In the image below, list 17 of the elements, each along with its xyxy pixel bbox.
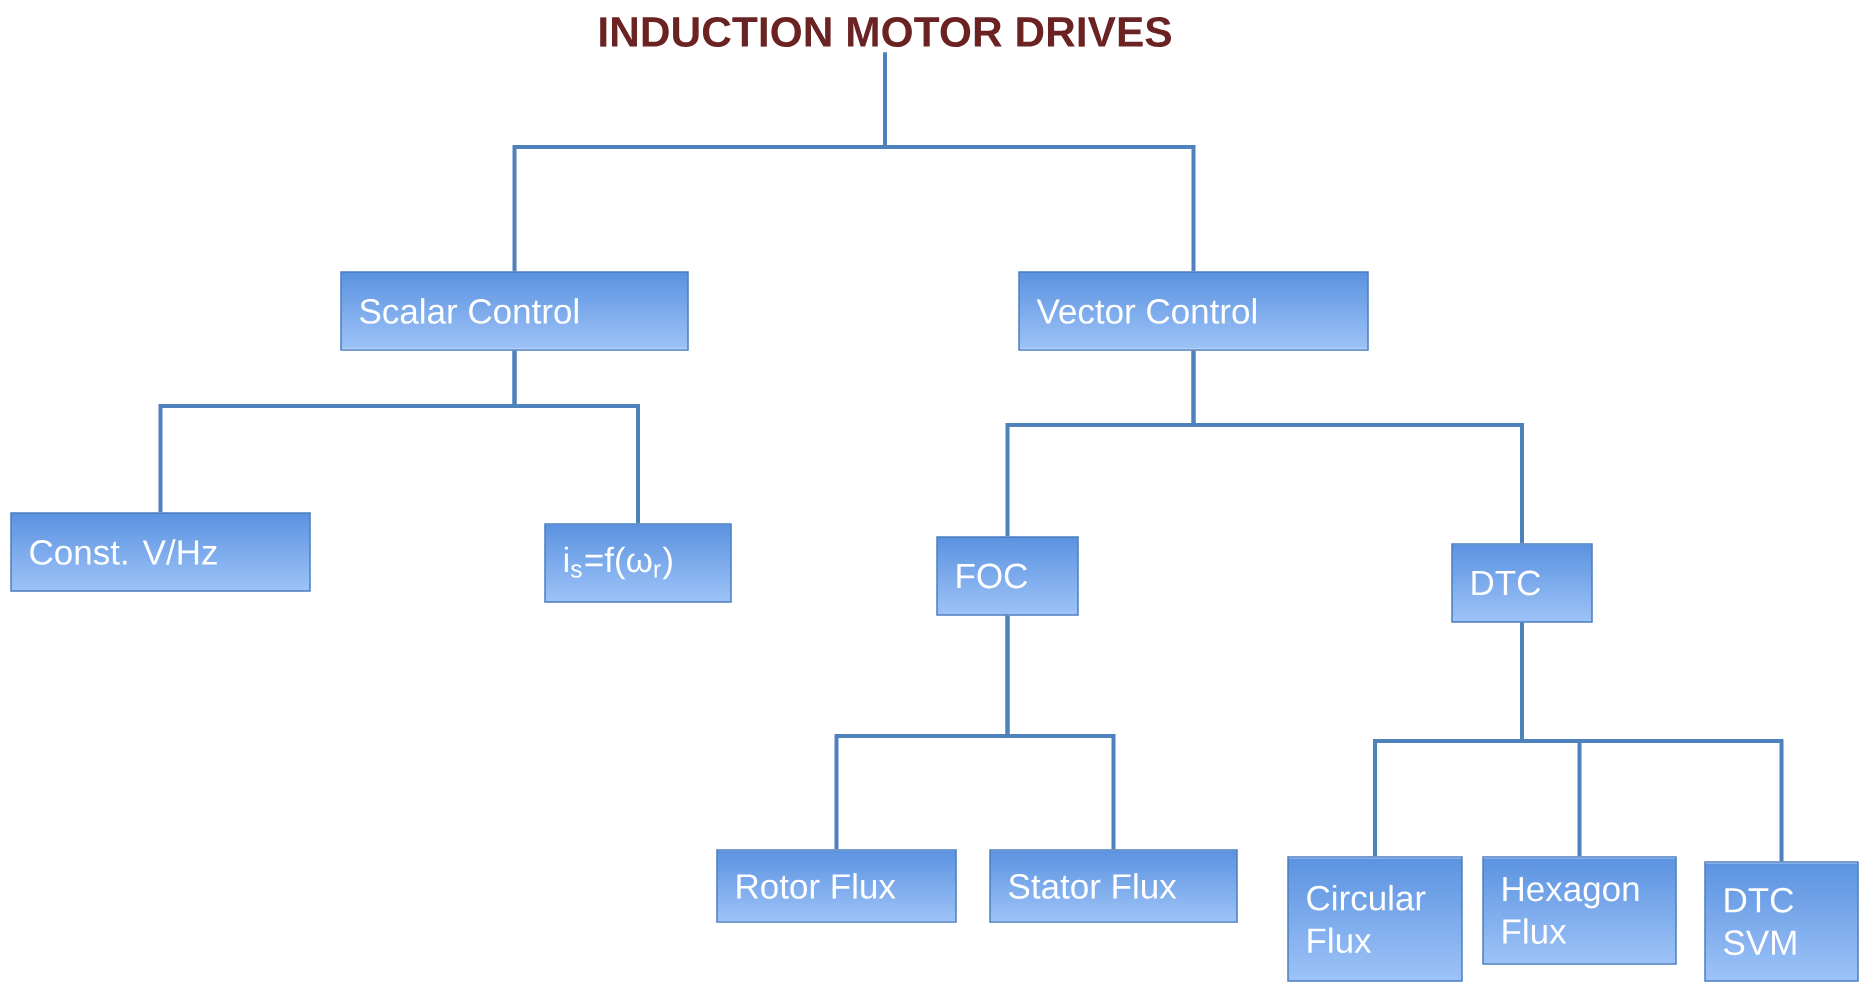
process-box: DTC bbox=[1451, 543, 1593, 623]
connector-line bbox=[1520, 622, 1784, 862]
process-box: i$_{s}$=f(ω$_{r}$) bbox=[544, 523, 732, 603]
process-box: Hexagon Flux bbox=[1482, 856, 1677, 965]
connector-line bbox=[1191, 350, 1524, 544]
process-box: Rotor Flux bbox=[716, 849, 957, 923]
title-text: INDUCTION MOTOR DRIVES bbox=[600, 16, 1171, 48]
process-box: Vector Control bbox=[1018, 271, 1369, 351]
process-box: Scalar Control bbox=[340, 271, 689, 351]
process-box: Const. V/Hz bbox=[10, 512, 311, 592]
connector-line bbox=[1005, 615, 1116, 850]
process-box: DTC SVM bbox=[1704, 861, 1859, 982]
connector-line bbox=[512, 350, 640, 524]
process-box: Circular Flux bbox=[1287, 856, 1463, 982]
process-box: FOC bbox=[936, 536, 1079, 616]
connector-line bbox=[883, 52, 1196, 272]
process-box: Stator Flux bbox=[989, 849, 1238, 923]
